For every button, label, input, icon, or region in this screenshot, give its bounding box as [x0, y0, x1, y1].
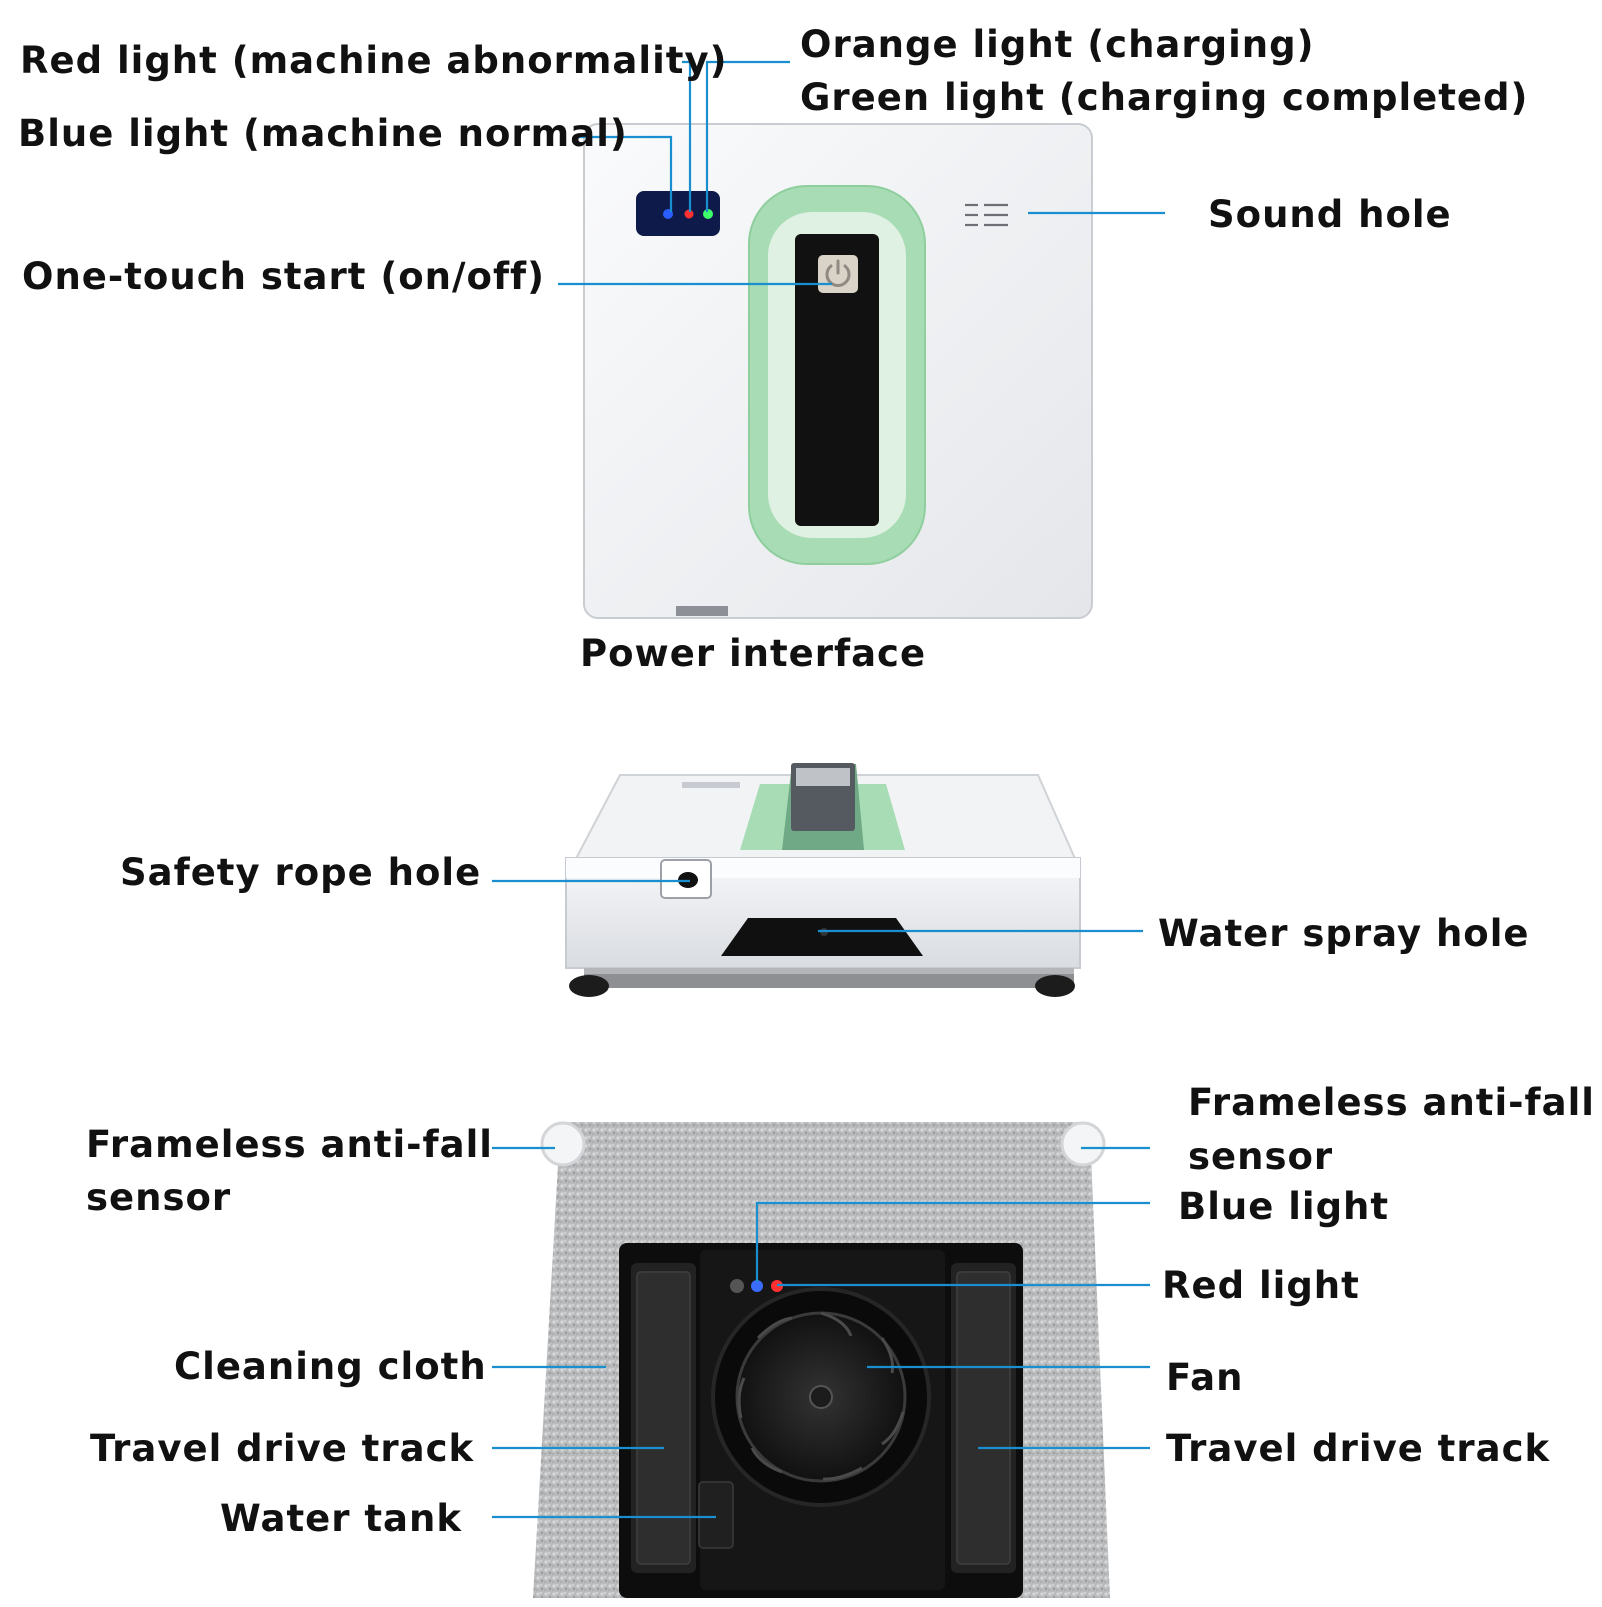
label-fan: Fan	[1166, 1356, 1244, 1399]
sound-hole-icon	[965, 203, 1008, 227]
top-leader-lines	[558, 60, 1165, 286]
power-icon	[825, 259, 851, 287]
underside-blue-light-icon	[751, 1280, 763, 1292]
power-interface-port	[676, 606, 728, 616]
side-handle-top	[796, 768, 850, 786]
bottom-leader-lines	[492, 1146, 1150, 1519]
side-slot	[682, 782, 740, 788]
leader-orange-green-light	[705, 60, 790, 212]
right-foot	[1035, 975, 1075, 997]
label-travel-drive-track-right: Travel drive track	[1166, 1427, 1551, 1470]
anti-fall-sensor-left-icon	[540, 1121, 586, 1167]
label-anti-fall-right-2: sensor	[1188, 1135, 1334, 1178]
side-leader-lines	[492, 879, 1143, 933]
label-one-touch-start: One-touch start (on/off)	[22, 255, 546, 298]
leader-red-light	[682, 60, 692, 212]
led-window	[636, 191, 720, 236]
led-green-icon	[703, 209, 713, 219]
label-orange-light-charging: Orange light (charging)	[800, 23, 1315, 66]
label-anti-fall-left-2: sensor	[86, 1176, 232, 1219]
left-foot	[569, 975, 609, 997]
label-red-light-abnormality: Red light (machine abnormality)	[20, 39, 728, 82]
robot-side-highlight	[566, 858, 1080, 878]
label-water-spray-hole: Water spray hole	[1158, 912, 1530, 955]
label-safety-rope-hole: Safety rope hole	[120, 851, 482, 894]
label-water-tank: Water tank	[220, 1497, 462, 1540]
led-red-icon	[684, 209, 694, 219]
leader-blue-light-bottom	[755, 1201, 1150, 1282]
bottom-view-robot	[533, 1121, 1110, 1598]
label-anti-fall-right-1: Frameless anti-fall	[1188, 1081, 1595, 1124]
underside-light-grey-icon	[730, 1279, 744, 1293]
label-travel-drive-track-left: Travel drive track	[90, 1427, 475, 1470]
black-handle-panel	[795, 234, 879, 526]
label-sound-hole: Sound hole	[1208, 193, 1452, 236]
label-cleaning-cloth: Cleaning cloth	[174, 1345, 487, 1388]
water-spray-opening	[721, 918, 923, 956]
label-red-light: Red light	[1162, 1264, 1360, 1307]
label-blue-light: Blue light	[1178, 1185, 1390, 1228]
top-view-robot	[583, 123, 1093, 619]
label-anti-fall-left-1: Frameless anti-fall	[86, 1123, 493, 1166]
left-drive-track-inner	[636, 1271, 691, 1565]
right-drive-track-inner	[956, 1271, 1011, 1565]
fan-hub	[809, 1385, 833, 1409]
label-blue-light-normal: Blue light (machine normal)	[18, 112, 628, 155]
label-green-light-charged: Green light (charging completed)	[800, 76, 1529, 119]
anti-fall-sensor-right-icon	[1060, 1121, 1106, 1167]
label-power-interface: Power interface	[580, 632, 927, 675]
water-tank-icon	[698, 1481, 734, 1549]
side-cleaning-pad-top	[584, 968, 1074, 974]
leader-blue-light	[578, 135, 673, 212]
fan-blades	[737, 1311, 905, 1481]
side-view-robot	[565, 763, 1082, 997]
